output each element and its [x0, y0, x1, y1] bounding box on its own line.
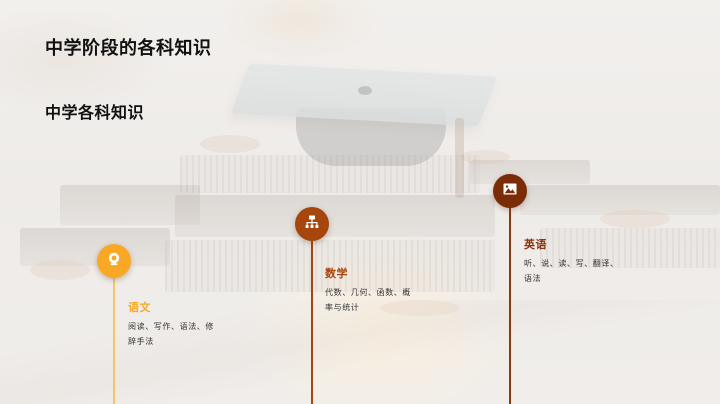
timeline-title-english: 英语 — [524, 238, 547, 251]
hierarchy-icon — [304, 214, 320, 234]
background-leaf — [600, 210, 670, 228]
timeline-node-chinese[interactable] — [97, 244, 131, 278]
background-leaf — [460, 150, 510, 164]
background-book — [470, 160, 590, 184]
timeline-desc-english: 听、说、读、写、翻译、语法 — [524, 259, 619, 283]
background-leaf — [30, 260, 90, 280]
image-icon — [502, 181, 518, 201]
background-book — [165, 240, 495, 292]
timeline-title-chinese: 语文 — [128, 301, 151, 314]
background-leaf — [200, 135, 260, 153]
timeline-line-chinese — [113, 270, 115, 404]
background-book — [20, 228, 170, 266]
timeline-node-english[interactable] — [493, 174, 527, 208]
timeline-desc-math: 代数、几何、函数、概率与统计 — [325, 288, 411, 312]
timeline-node-math[interactable] — [295, 207, 329, 241]
section-subtitle: 中学各科知识 — [45, 103, 145, 122]
background-leaf — [380, 300, 460, 316]
graduation-cap-button — [358, 86, 372, 95]
background-book — [180, 155, 480, 193]
timeline-line-math — [311, 236, 313, 404]
background-book — [520, 185, 720, 215]
graduation-cap-tassel — [455, 118, 464, 198]
background-table — [0, 300, 720, 404]
background-book — [175, 195, 495, 237]
timeline-title-math: 数学 — [325, 267, 348, 280]
webcam-icon — [106, 251, 122, 271]
background-book — [540, 228, 720, 268]
timeline-desc-chinese: 阅读、写作、语法、修辞手法 — [128, 322, 214, 346]
page-title: 中学阶段的各科知识 — [45, 38, 212, 59]
background-book — [60, 185, 200, 225]
timeline-line-english — [509, 203, 511, 404]
